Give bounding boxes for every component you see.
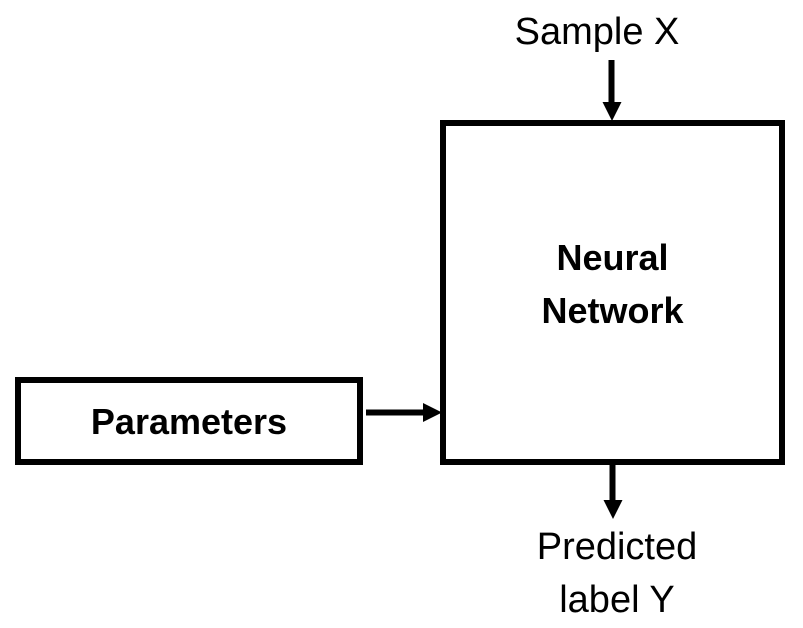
predicted-label-text: Predicted label Y bbox=[536, 526, 698, 621]
arrow-network-to-predicted bbox=[597, 463, 629, 521]
sample-x-label: Sample X bbox=[514, 11, 680, 53]
parameters-box[interactable]: Parameters bbox=[15, 377, 363, 465]
arrow-sample-to-network bbox=[596, 60, 628, 122]
neural-network-box[interactable]: Neural Network bbox=[440, 120, 785, 465]
neural-network-label: Neural Network bbox=[541, 236, 684, 331]
parameters-label: Parameters bbox=[90, 400, 288, 442]
arrow-parameters-to-network bbox=[366, 397, 444, 429]
